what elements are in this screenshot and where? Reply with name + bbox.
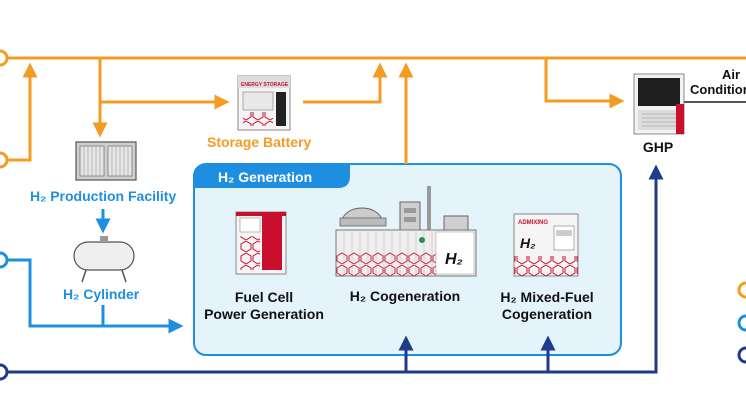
production-facility-icon — [75, 141, 137, 181]
hydrogen-source-node — [0, 251, 9, 269]
electricity-source-node-top — [0, 49, 9, 67]
hydrogen-tank-icon — [73, 236, 135, 283]
legend-gas-node — [737, 346, 746, 364]
mixed-fuel-unit-icon: ADMIXING H₂ — [513, 213, 579, 277]
admixing-text: ADMIXING — [518, 220, 548, 226]
gas-main-line — [0, 164, 664, 374]
legend-hydrogen-node — [737, 314, 746, 332]
mixed-fuel-label-2: Cogeneration — [502, 306, 592, 322]
h2-cylinder-label: H₂ Cylinder — [63, 286, 140, 302]
electricity-from-battery — [303, 62, 388, 104]
legend-electricity-node — [737, 281, 746, 299]
air-label-2: Condition — [690, 82, 746, 97]
h2-cogeneration-label: H₂ Cogeneration — [350, 288, 460, 304]
gas-source-node — [0, 363, 9, 381]
air-label-1: Air — [722, 67, 740, 82]
cogeneration-container-icon: H₂ — [335, 186, 477, 277]
h2-generation-title: H₂ Generation — [218, 169, 312, 185]
electricity-lines — [0, 56, 746, 164]
cogen-h2-mark: H₂ — [445, 251, 463, 268]
fuel-cell-unit-icon — [235, 211, 287, 275]
electricity-source-node-mid — [0, 151, 9, 169]
mixed-h2-mark: H₂ — [520, 235, 535, 251]
electricity-up-left — [0, 62, 38, 162]
storage-battery-label: Storage Battery — [207, 134, 311, 150]
battery-cabinet-icon: ENERGY STORAGE — [237, 75, 291, 131]
fuel-cell-label-1: Fuel Cell — [235, 289, 293, 305]
hydrogen-lines — [0, 209, 184, 334]
electricity-to-ghp — [544, 58, 625, 109]
h2-production-label: H₂ Production Facility — [30, 188, 176, 204]
fuel-cell-label-2: Power Generation — [204, 306, 324, 322]
h2-generation-tab — [194, 164, 350, 188]
battery-unit-text: ENERGY STORAGE — [241, 82, 289, 88]
ghp-label: GHP — [643, 139, 673, 155]
gas-heat-pump-icon — [633, 73, 685, 135]
gas-lines — [0, 164, 664, 374]
mixed-fuel-label-1: H₂ Mixed-Fuel — [500, 289, 593, 305]
